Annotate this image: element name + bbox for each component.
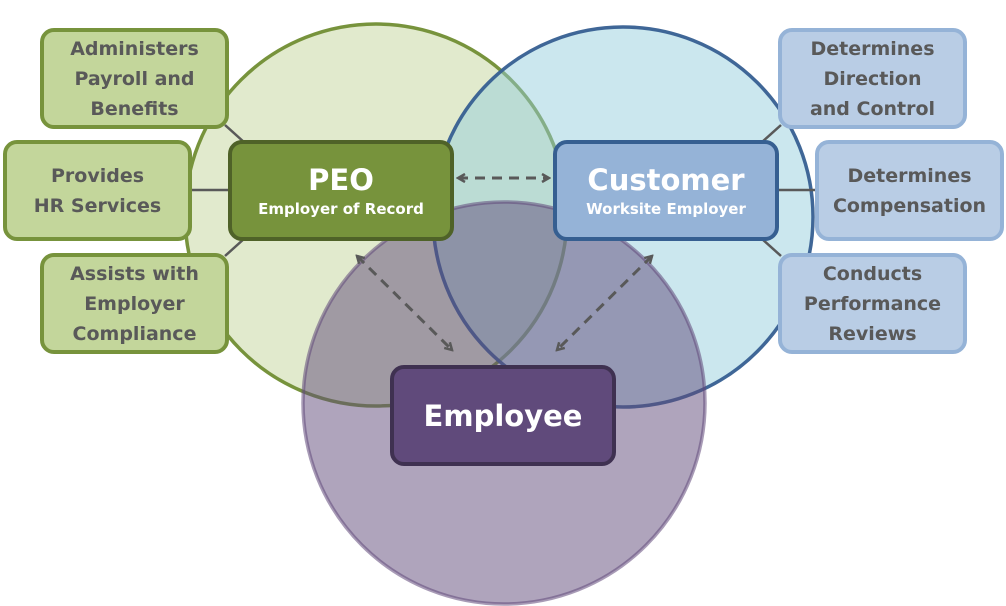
- peo-subtitle: Employer of Record: [258, 199, 424, 218]
- customer-role-compensation: Determines Compensation: [815, 140, 1004, 241]
- employee-title: Employee: [423, 398, 583, 433]
- customer-box: Customer Worksite Employer: [553, 140, 779, 241]
- peo-role-payroll: Administers Payroll and Benefits: [40, 28, 229, 129]
- peo-role-hr-services: Provides HR Services: [3, 140, 192, 241]
- employee-box: Employee: [390, 365, 616, 466]
- customer-role-direction: Determines Direction and Control: [778, 28, 967, 129]
- customer-title: Customer: [587, 162, 745, 197]
- peo-box: PEO Employer of Record: [228, 140, 454, 241]
- peo-role-compliance: Assists with Employer Compliance: [40, 253, 229, 354]
- peo-employee-arrow: [357, 256, 452, 350]
- customer-role-reviews: Conducts Performance Reviews: [778, 253, 967, 354]
- peo-title: PEO: [308, 162, 374, 197]
- customer-subtitle: Worksite Employer: [586, 199, 746, 218]
- customer-employee-arrow: [557, 256, 652, 350]
